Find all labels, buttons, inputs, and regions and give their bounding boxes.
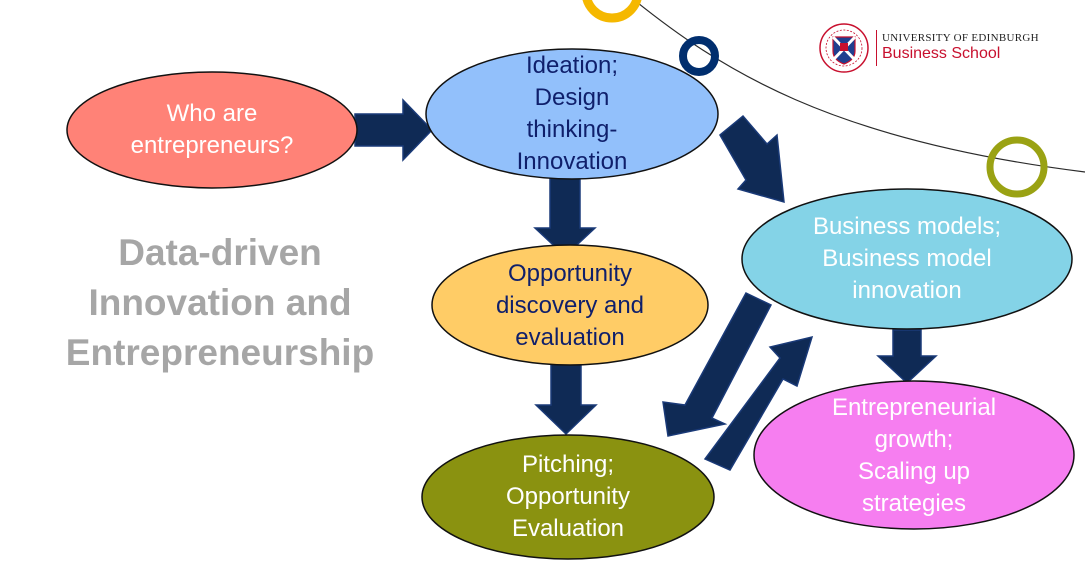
node-business-shape [741,188,1073,330]
node-ideation-label: Ideation; Design thinking- Innovation [462,48,682,180]
node-ideation-line: Design [534,84,610,111]
title-line: Entrepreneurship [65,332,375,373]
node-opportunity-line: Opportunity [507,260,633,287]
node-opportunity-label: Opportunity discovery and evaluation [460,257,680,355]
gold-ring [582,0,642,23]
logo-university-name: UNIVERSITY OF EDINBURGH [882,32,1039,44]
navy-ring [679,36,719,76]
node-business-line: Business model [822,245,992,272]
university-logo: UNIVERSITY OF EDINBURGH Business School [818,22,1058,74]
node-growth-shape [753,380,1075,530]
arrow-pitching-to-business [703,335,814,471]
node-business-line: innovation [852,277,962,304]
node-growth-line: Entrepreneurial [831,394,997,421]
page-title: Data-driven Innovation and Entrepreneurs… [30,228,410,378]
node-pitching-line: Evaluation [511,515,625,542]
node-ideation-line: Innovation [516,148,628,175]
arrow-ideation-to-opportunity [533,177,597,258]
university-crest-icon [819,23,869,73]
node-opportunity-line: evaluation [515,324,625,351]
node-who-line: entrepreneurs? [130,132,294,159]
node-opportunity-shape [431,244,709,366]
node-ideation-line: thinking- [526,116,618,143]
node-business-line: Business models; [812,213,1002,240]
node-pitching-label: Pitching; Opportunity Evaluation [458,448,678,546]
arrow-business-to-growth [876,329,938,385]
logo-divider [876,30,877,66]
node-opportunity-line: discovery and [495,292,645,319]
node-ideation-shape [425,48,719,180]
arrow-opportunity-to-pitching [534,359,598,436]
node-business-label: Business models; Business model innovati… [787,210,1027,308]
decorative-curve [633,0,1085,173]
node-pitching-line: Pitching; [521,451,615,478]
node-ideation-line: Ideation; [525,52,619,79]
olive-ring [986,136,1048,198]
node-pitching-line: Opportunity [505,483,631,510]
title-line: Innovation and [88,282,352,323]
node-growth-label: Entrepreneurial growth; Scaling up strat… [799,390,1029,522]
node-growth-line: strategies [861,490,967,517]
node-growth-line: growth; [874,426,954,453]
arrow-business-to-pitching [662,292,773,437]
node-pitching-shape [421,434,715,560]
node-who-shape [66,71,358,189]
arrow-who-to-ideation [354,98,434,162]
node-who-label: Who are entrepreneurs? [87,90,337,170]
node-who-line: Who are [166,100,258,127]
logo-school-name: Business School [882,45,1001,62]
title-line: Data-driven [118,232,322,273]
arrow-ideation-to-business [719,114,785,204]
node-growth-line: Scaling up [857,458,971,485]
